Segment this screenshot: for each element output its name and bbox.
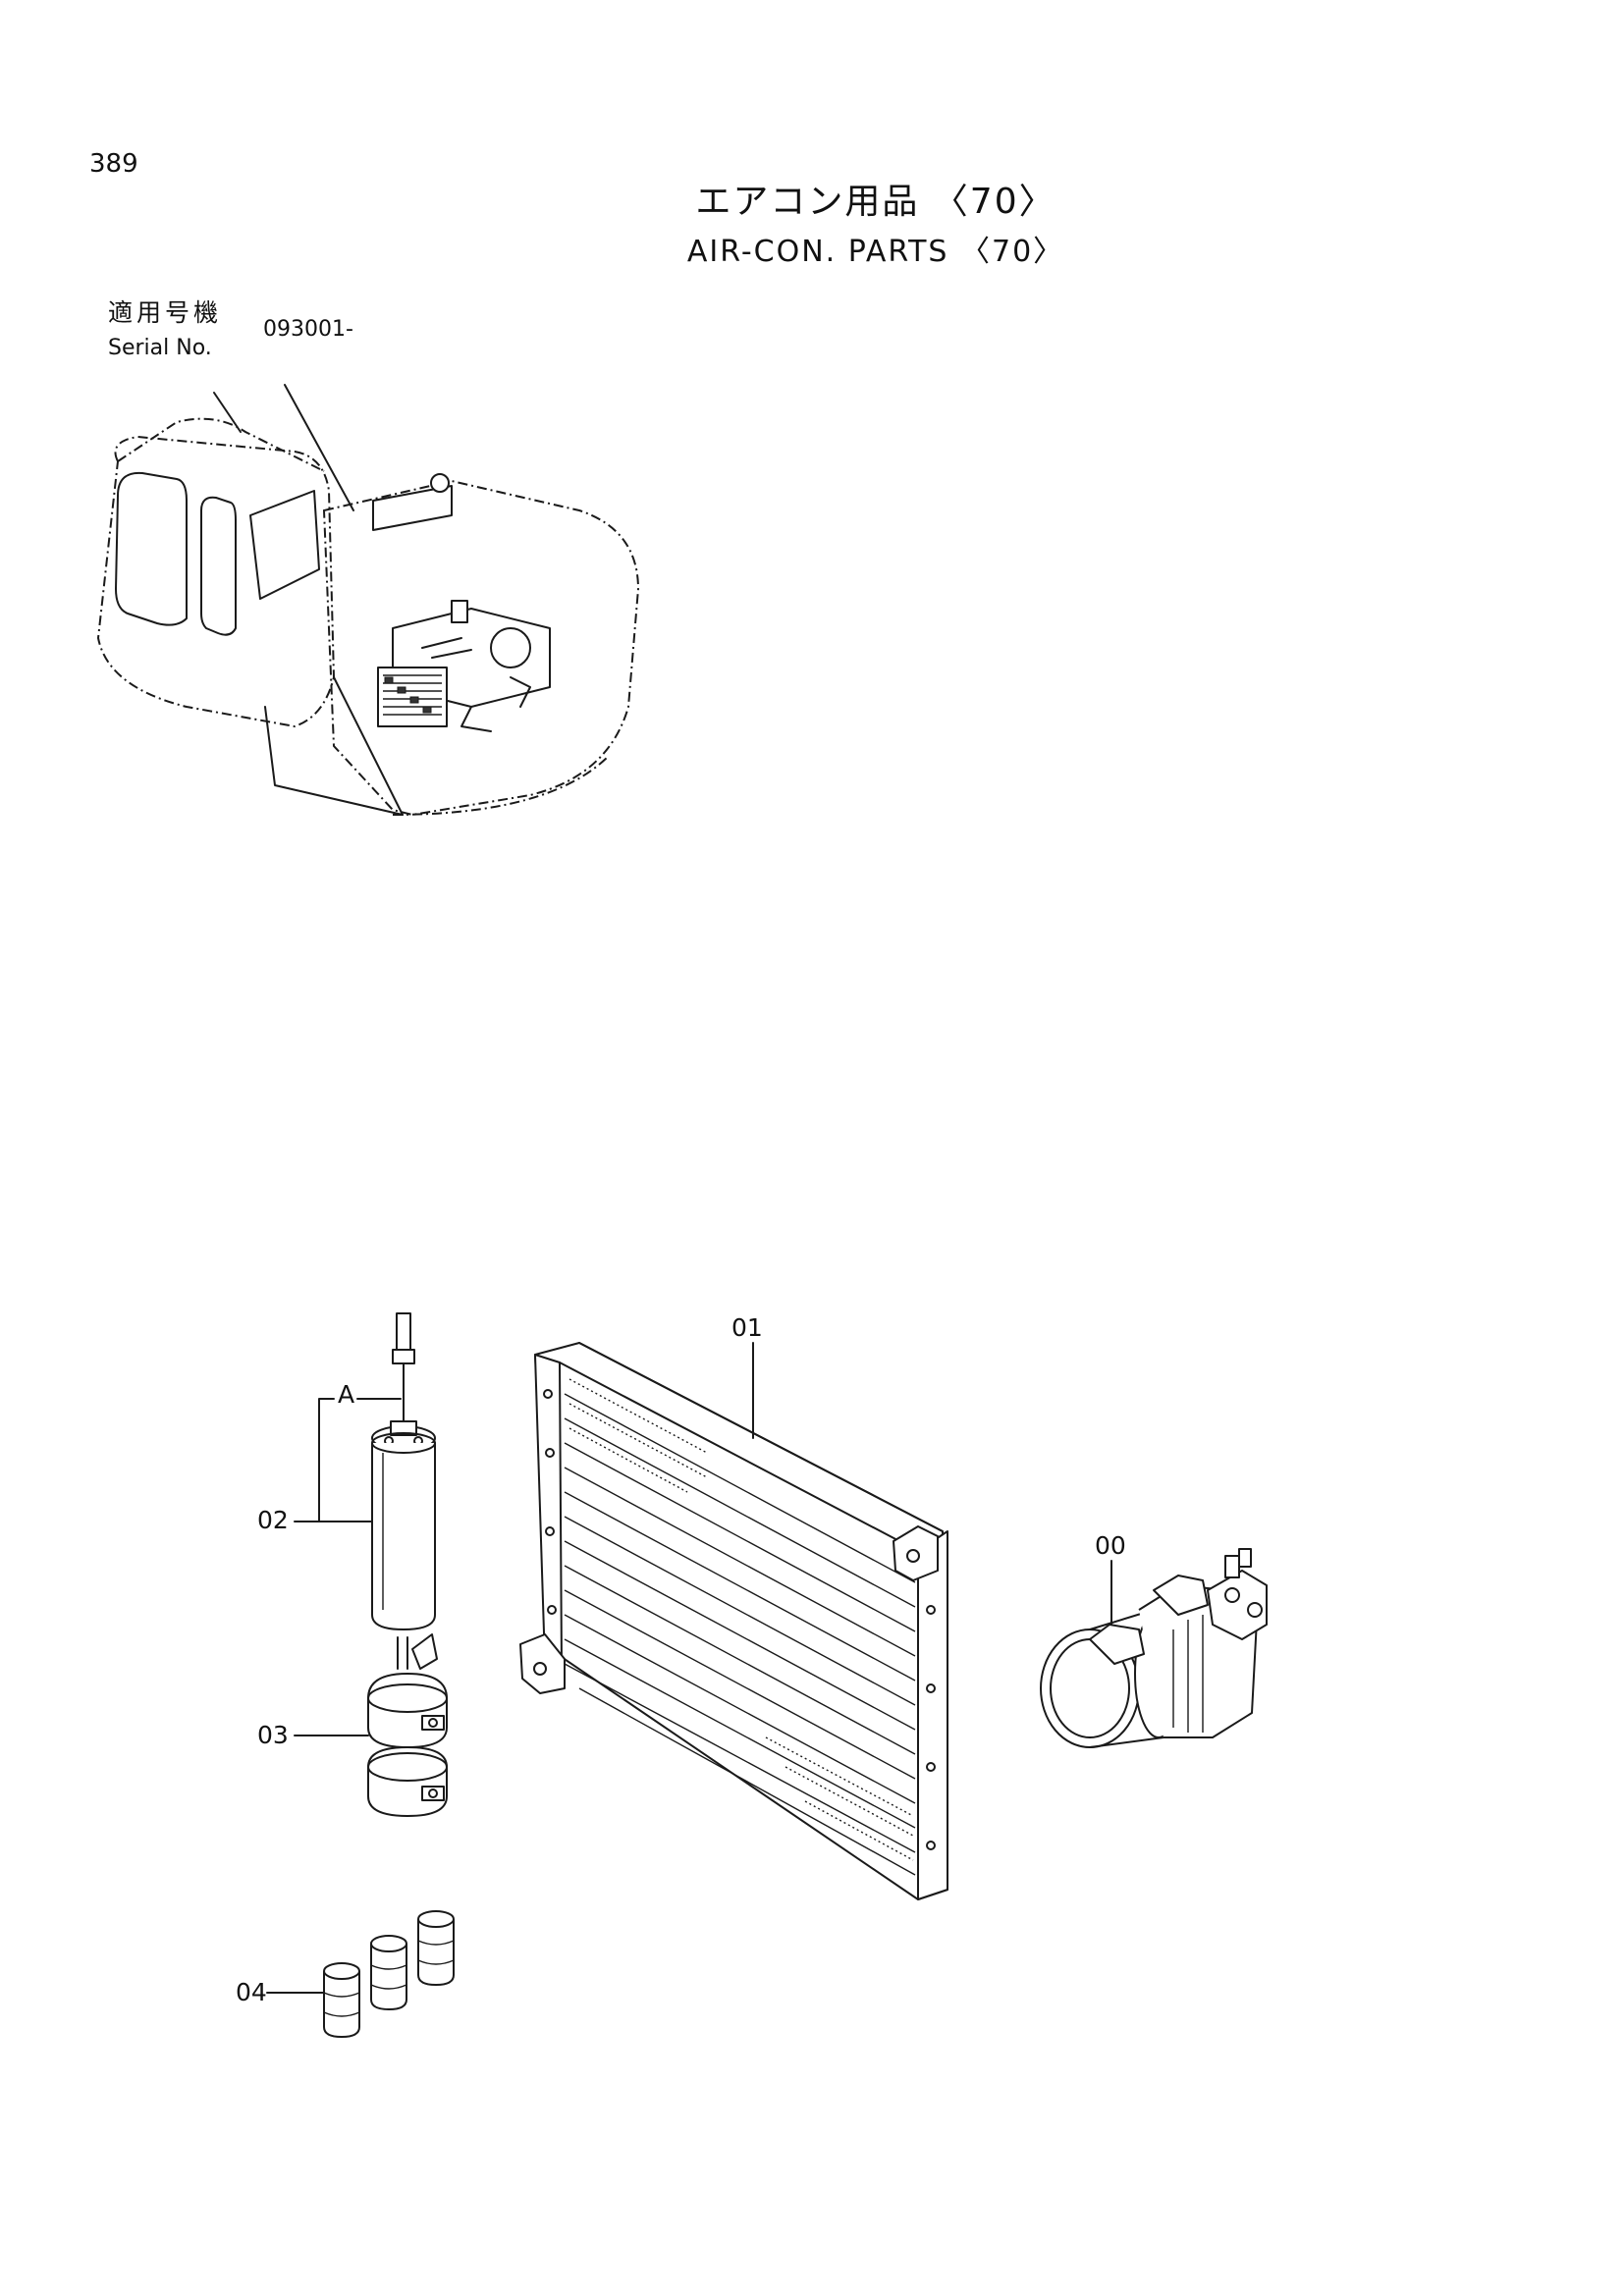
clamp-part [367,1633,448,1817]
serial-number-value: 093001- [263,317,353,342]
condenser-fins [568,1378,914,1861]
callout-02: 02 [257,1506,289,1534]
receiver-dryer-part [371,1312,436,1630]
page-title-english: AIR-CON. PARTS 〈70〉 [686,235,1065,269]
callout-detail-a: A [338,1380,355,1409]
condenser-core-tubes [564,1393,916,1876]
serial-label-english: Serial No. [108,336,212,360]
callout-01: 01 [731,1313,763,1342]
callout-04: 04 [236,1978,267,2006]
detail-a-bracket [318,1398,402,1522]
compressor-part [1040,1548,1268,1748]
serial-label-japanese: 適用号機 [108,298,223,327]
excavator-overview-illustration [96,384,640,817]
fittings-part [323,1910,455,2038]
condenser-part [519,1342,948,1900]
fitting-3 [417,1910,455,1986]
callout-03: 03 [257,1721,289,1749]
fitting-2 [370,1935,407,2010]
callout-00: 00 [1095,1531,1126,1560]
page-title-japanese: エアコン用品 〈70〉 [695,182,1056,222]
fitting-1 [323,1962,360,2038]
excavator-radiator-detail [377,667,448,727]
page-number: 389 [89,149,138,179]
